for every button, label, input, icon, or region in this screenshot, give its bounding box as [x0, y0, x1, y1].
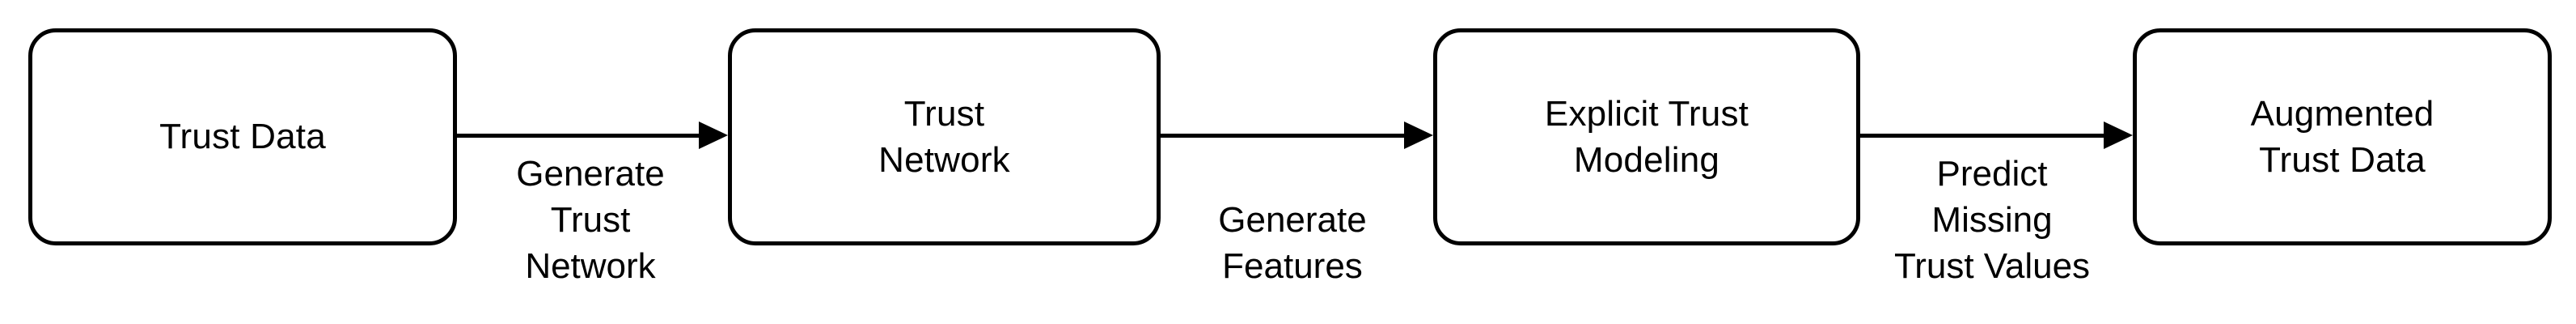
edge-label-predict-missing-trust-values: Predict Missing Trust Values [1893, 154, 2091, 287]
node-trust-data[interactable]: Trust Data [28, 28, 457, 245]
edge-label-generate-features: Generate Features [1218, 200, 1367, 287]
node-trust-network[interactable]: Trust Network [728, 28, 1161, 245]
edge-line [457, 134, 704, 138]
node-label-augmented-trust-data: Augmented Trust Data [2250, 93, 2434, 180]
node-augmented-trust-data[interactable]: Augmented Trust Data [2133, 28, 2552, 245]
arrowhead-icon [699, 122, 728, 149]
edge-line [1860, 134, 2109, 138]
node-label-trust-network: Trust Network [878, 93, 1010, 180]
edge-label-generate-trust-network: Generate Trust Network [516, 154, 665, 287]
arrowhead-icon [1404, 122, 1433, 149]
edge-line [1161, 134, 1409, 138]
arrowhead-icon [2104, 122, 2133, 149]
node-label-trust-data: Trust Data [159, 117, 326, 157]
node-explicit-trust-modeling[interactable]: Explicit Trust Modeling [1433, 28, 1860, 245]
node-label-explicit-trust-modeling: Explicit Trust Modeling [1544, 93, 1749, 180]
